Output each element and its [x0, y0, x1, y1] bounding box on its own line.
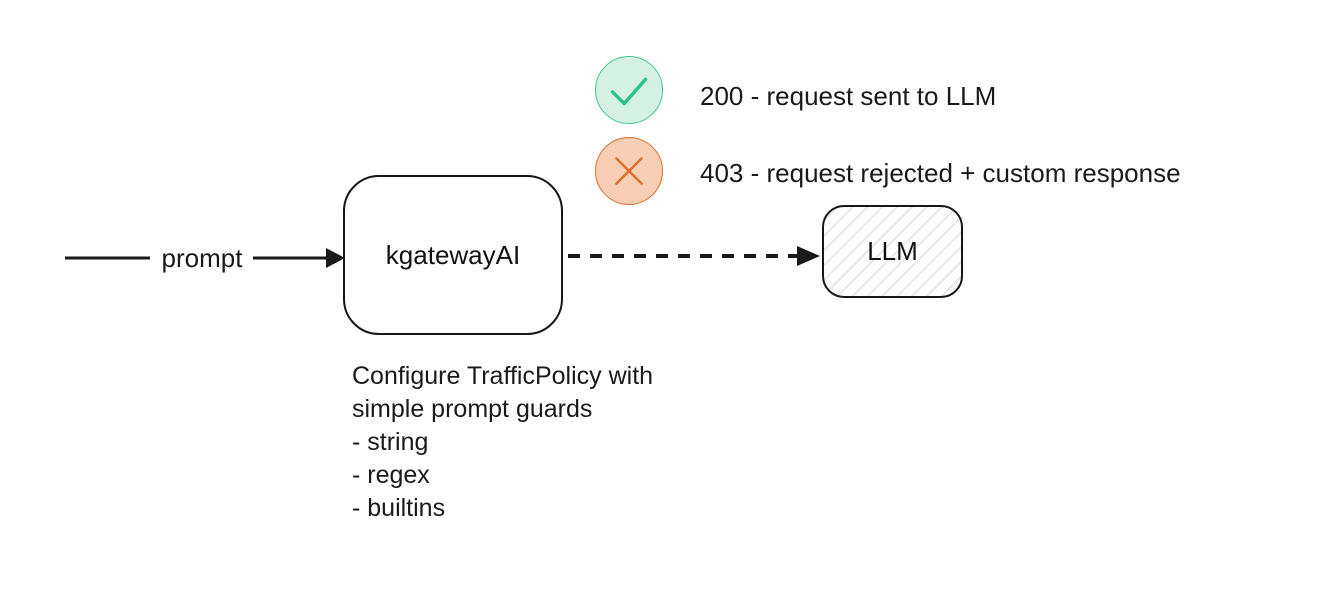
gateway-node-label: kgatewayAI [385, 239, 521, 270]
gateway-to-llm-arrowhead-icon [797, 246, 820, 266]
status-403-circle [595, 137, 663, 205]
caption-line: simple prompt guards [352, 395, 593, 423]
llm-node: LLM [822, 205, 963, 298]
caption-line: - string [352, 428, 429, 456]
llm-node-label: LLM [867, 236, 918, 266]
prompt-arrow-label: prompt [161, 243, 243, 273]
status-200-text: 200 - request sent to LLM [700, 81, 997, 111]
cross-icon [615, 157, 643, 185]
gateway-node: kgatewayAI [343, 175, 563, 335]
status-200-circle [595, 56, 663, 124]
traffic-policy-caption: Configure TrafficPolicy with simple prom… [352, 360, 653, 525]
check-icon [610, 77, 648, 106]
caption-line: Configure TrafficPolicy with [352, 362, 654, 390]
caption-line: - regex [352, 461, 430, 489]
status-403-text: 403 - request rejected + custom response [700, 158, 1181, 188]
caption-line: - builtins [352, 494, 446, 522]
